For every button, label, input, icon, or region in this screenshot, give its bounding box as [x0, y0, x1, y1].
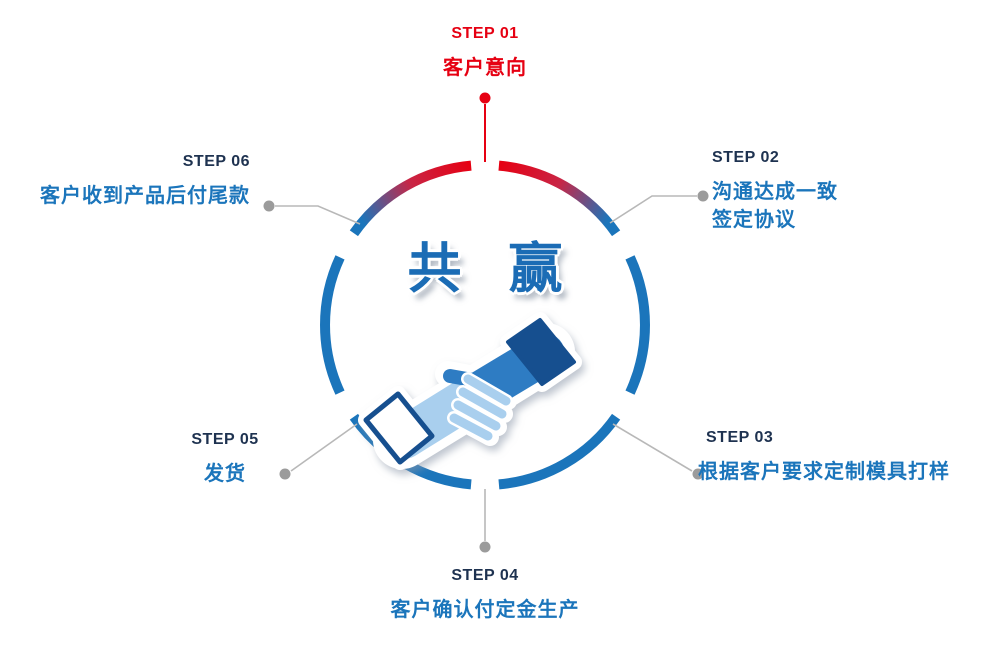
ring-segment-top-right	[498, 160, 621, 237]
step-02-desc: 沟通达成一致 签定协议	[712, 178, 972, 234]
connectors	[275, 104, 697, 541]
step-06-desc: 客户收到产品后付尾款	[40, 185, 250, 207]
center-title: 共 赢	[407, 239, 579, 299]
step-04-desc: 客户确认付定金生产	[390, 599, 580, 621]
step-03-label: STEP 03	[706, 429, 774, 446]
ring-segment-left	[320, 255, 345, 395]
right-sleeve	[506, 318, 576, 386]
step-04-label: STEP 04	[451, 567, 519, 584]
dot-step-03	[692, 468, 704, 480]
step-04-block: STEP 04 客户确认付定金生产	[335, 566, 635, 624]
dot-step-01	[479, 92, 491, 104]
step-02-desc-line2: 签定协议	[712, 209, 796, 231]
ring-segment-top-left	[349, 160, 472, 237]
dot-step-06	[263, 200, 275, 212]
step-06-block: STEP 06 客户收到产品后付尾款	[30, 152, 250, 210]
step-03-desc: 根据客户要求定制模具打样	[698, 461, 950, 483]
handshake-icon	[358, 312, 582, 470]
step-01-desc: 客户意向	[443, 57, 527, 79]
step-01-block: STEP 01 客户意向	[385, 24, 585, 82]
step-02-block: STEP 02 沟通达成一致 签定协议	[712, 148, 972, 234]
step-03-block: STEP 03 根据客户要求定制模具打样	[698, 428, 988, 486]
step-05-label: STEP 05	[191, 431, 259, 448]
left-sleeve	[363, 391, 435, 465]
step-02-desc-line1: 沟通达成一致	[712, 181, 838, 203]
step-06-label: STEP 06	[182, 153, 250, 170]
step-01-label: STEP 01	[451, 25, 519, 42]
dot-step-05	[279, 468, 291, 480]
connector-step-02	[609, 195, 697, 224]
connector-step-05	[290, 423, 358, 472]
step-05-desc: 发货	[204, 463, 246, 485]
step-02-label: STEP 02	[712, 149, 780, 166]
dot-step-04	[479, 541, 491, 553]
process-ring	[320, 160, 650, 490]
step-05-block: STEP 05 发货	[140, 430, 310, 488]
node-dots	[263, 92, 709, 553]
ring-segment-bottom-right	[498, 413, 621, 490]
ring-segment-right	[625, 255, 650, 395]
dot-step-02	[697, 190, 709, 202]
connector-step-03	[612, 423, 693, 472]
connector-step-06	[275, 205, 361, 225]
